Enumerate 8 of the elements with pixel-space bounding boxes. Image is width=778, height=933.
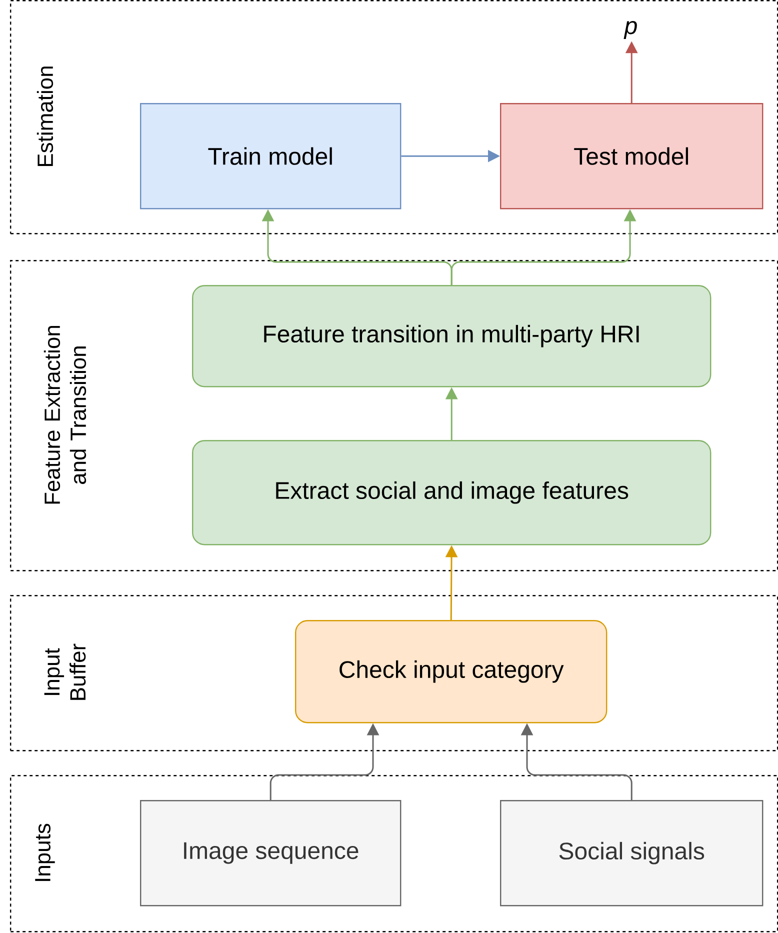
output-label: p: [624, 21, 637, 39]
process-box: Image sequence: [140, 800, 402, 906]
process-box: Social signals: [500, 800, 764, 906]
process-box: Feature transition in multi-party HRI: [192, 285, 712, 388]
process-box: Train model: [140, 103, 402, 210]
process-box: Test model: [500, 103, 764, 210]
process-box: Check input category: [295, 620, 608, 724]
process-box: Extract social and image features: [192, 440, 712, 546]
